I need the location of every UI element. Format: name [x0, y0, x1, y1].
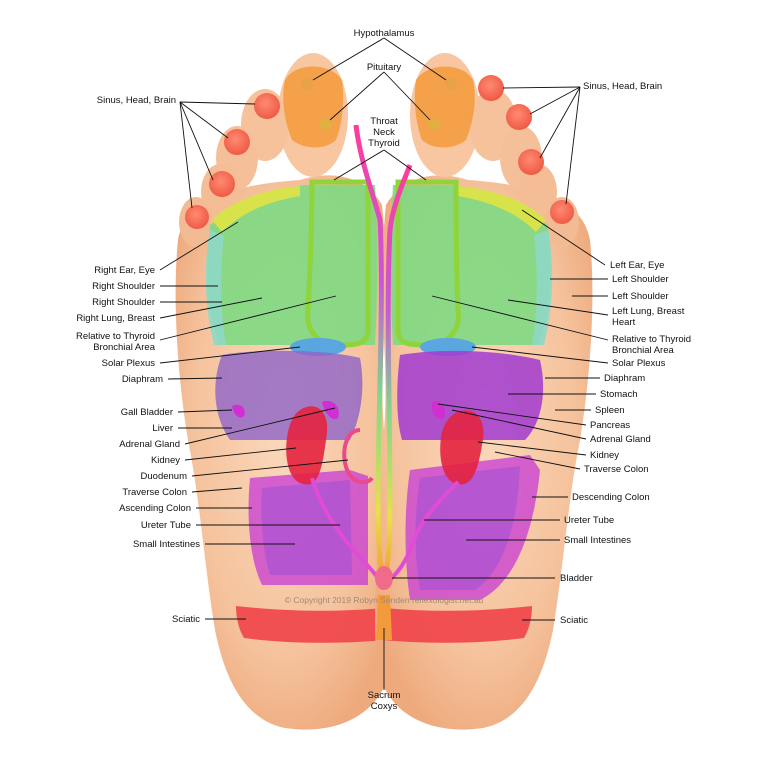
label-thyroid: Thyroid	[368, 138, 400, 149]
label-right-ureter-tube: Ureter Tube	[141, 520, 191, 531]
label-bladder: Bladder	[560, 573, 593, 584]
right-ear-eye-zone	[212, 186, 300, 232]
label-spleen: Spleen	[595, 405, 625, 416]
label-left-relative-thyroid-1: Relative to Thyroid	[612, 334, 691, 345]
label-left-diaphram: Diaphram	[604, 373, 645, 384]
label-right-relative-thyroid-2: Bronchial Area	[93, 342, 156, 353]
label-left-small-intestines: Small Intestines	[564, 535, 631, 546]
label-ascending-colon: Ascending Colon	[119, 503, 191, 514]
sinus-point-r2	[254, 93, 280, 119]
label-left-ear-eye: Left Ear, Eye	[610, 260, 664, 271]
label-left-adrenal-gland: Adrenal Gland	[590, 434, 651, 445]
label-right-sciatic: Sciatic	[172, 614, 200, 625]
hypothalamus-point-right	[301, 78, 313, 90]
right-foot	[175, 53, 393, 730]
bladder-zone	[375, 566, 393, 590]
label-right-kidney: Kidney	[151, 455, 180, 466]
left-toe-4	[519, 164, 557, 220]
label-hypothalamus: Hypothalamus	[354, 28, 415, 39]
label-throat: Throat	[370, 116, 398, 127]
left-foot	[375, 53, 593, 730]
sinus-point-l3	[506, 104, 532, 130]
label-left-traverse-colon: Traverse Colon	[584, 464, 649, 475]
label-left-heart: Heart	[612, 317, 636, 328]
label-liver: Liver	[152, 423, 173, 434]
label-sacrum: Sacrum	[368, 690, 401, 701]
sinus-point-r4	[209, 171, 235, 197]
right-duodenum	[342, 428, 374, 485]
label-stomach: Stomach	[600, 389, 638, 400]
label-pancreas: Pancreas	[590, 420, 630, 431]
label-right-adrenal-gland: Adrenal Gland	[119, 439, 180, 450]
label-gall-bladder: Gall Bladder	[121, 407, 173, 418]
sinus-point-r3	[224, 129, 250, 155]
label-right-shoulder-2: Right Shoulder	[92, 297, 155, 308]
label-sinus-left: Sinus, Head, Brain	[583, 81, 662, 92]
right-thyroid-outline	[305, 179, 371, 348]
sinus-point-l5	[550, 200, 574, 224]
right-spine-line	[353, 124, 387, 581]
left-shoulder-zone	[532, 230, 553, 345]
label-descending-colon: Descending Colon	[572, 492, 650, 503]
label-left-solar-plexus: Solar Plexus	[612, 358, 666, 369]
pituitary-point-left	[428, 118, 440, 130]
label-left-ureter-tube: Ureter Tube	[564, 515, 614, 526]
left-stomach-zone	[397, 350, 544, 440]
label-sinus-right: Sinus, Head, Brain	[97, 95, 176, 106]
left-lung-zone	[390, 185, 551, 345]
sinus-point-l2	[478, 75, 504, 101]
right-liver-zone	[215, 350, 363, 440]
sinus-point-r5	[185, 205, 209, 229]
label-left-relative-thyroid-2: Bronchial Area	[612, 345, 675, 356]
label-right-diaphram: Diaphram	[122, 374, 163, 385]
right-shoulder-zone	[205, 230, 226, 345]
label-left-shoulder-2: Left Shoulder	[612, 291, 669, 302]
label-left-sciatic: Sciatic	[560, 615, 588, 626]
left-ear-eye-zone	[458, 186, 546, 232]
pituitary-point-right	[320, 118, 332, 130]
leader-lines	[159, 37, 609, 690]
left-ureter	[388, 480, 460, 582]
left-kidney-zone	[440, 410, 484, 485]
left-sciatic-band	[382, 606, 532, 643]
label-left-shoulder-1: Left Shoulder	[612, 274, 669, 285]
left-spleen-zone	[431, 400, 446, 420]
label-left-kidney: Kidney	[590, 450, 619, 461]
right-gall-bladder-zone	[232, 404, 245, 418]
left-thyroid-outline	[395, 179, 461, 348]
sacrum-zone	[376, 595, 392, 640]
right-sciatic-band	[236, 606, 386, 643]
label-right-shoulder-1: Right Shoulder	[92, 281, 155, 292]
label-left-lung-breast: Left Lung, Breast	[612, 306, 685, 317]
label-right-solar-plexus: Solar Plexus	[102, 358, 156, 369]
label-right-lung-breast: Right Lung, Breast	[76, 313, 155, 324]
right-ureter	[310, 477, 380, 580]
label-right-relative-thyroid-1: Relative to Thyroid	[76, 331, 155, 342]
hypothalamus-point-left	[445, 78, 457, 90]
label-right-ear-eye: Right Ear, Eye	[94, 265, 155, 276]
label-duodenum: Duodenum	[141, 471, 188, 482]
label-right-traverse-colon: Traverse Colon	[122, 487, 187, 498]
label-pituitary: Pituitary	[367, 62, 402, 73]
right-adrenal-zone	[322, 400, 339, 420]
left-spine-line	[381, 164, 413, 581]
label-right-small-intestines: Small Intestines	[133, 539, 200, 550]
right-lung-zone	[207, 185, 378, 345]
label-coxys: Coxys	[371, 701, 398, 712]
sinus-point-l4	[518, 149, 544, 175]
label-neck: Neck	[373, 127, 395, 138]
copyright-text: © Copyright 2019 Robyn Senden reflexolog…	[285, 595, 484, 605]
right-brain-zone	[283, 66, 344, 148]
labels: Hypothalamus Pituitary Throat Neck Thyro…	[76, 28, 691, 712]
right-small-intestine-zone	[261, 480, 352, 575]
